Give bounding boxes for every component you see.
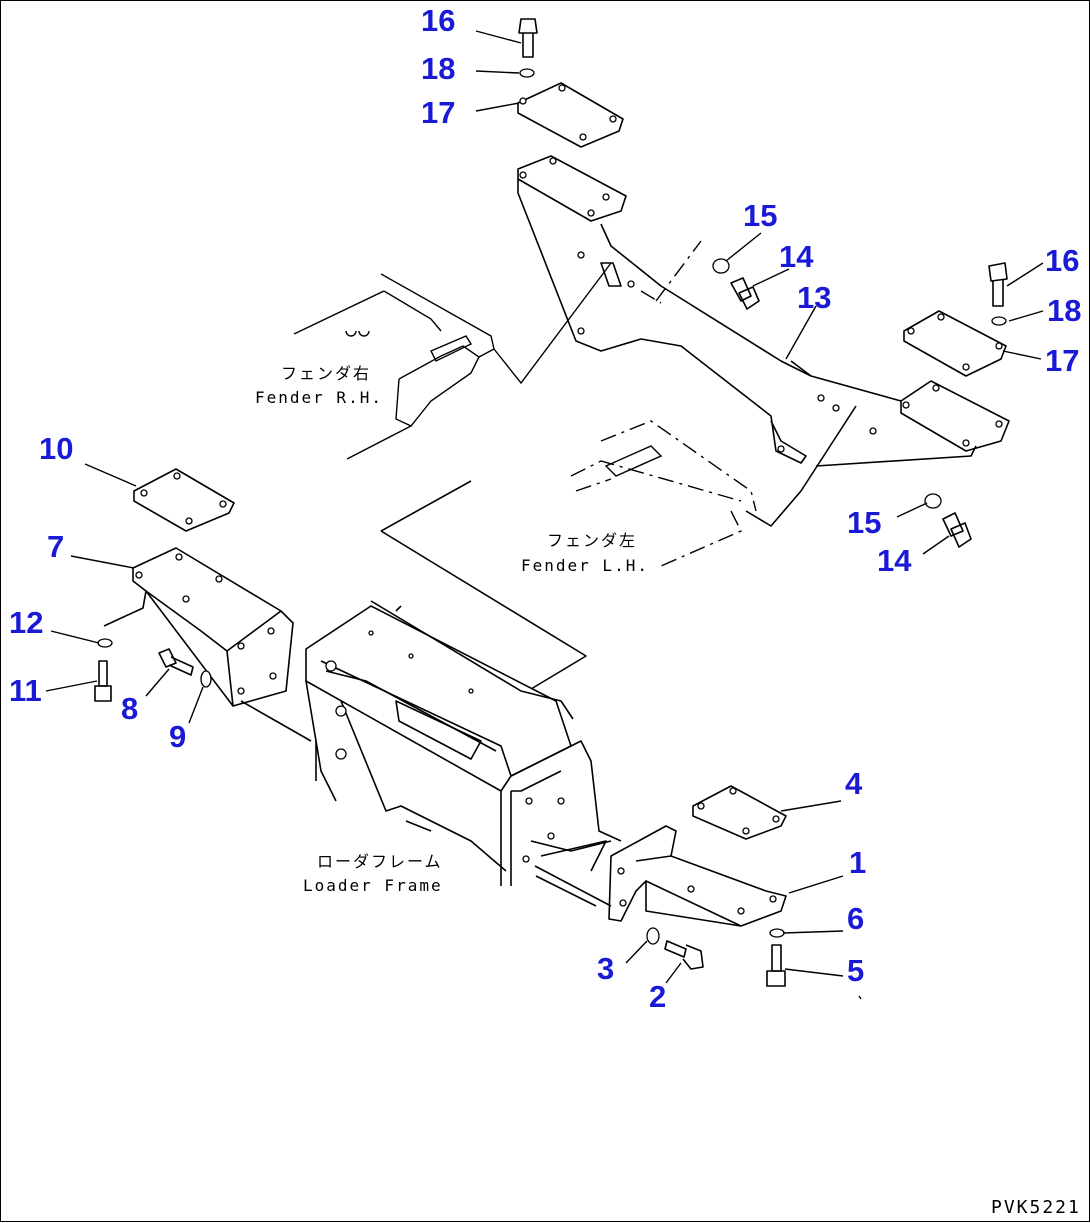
callout-17-right: 16 xyxy=(1045,243,1079,278)
fender-lh-label-en: Fender L.H. xyxy=(521,556,649,575)
bolt-14-bottom xyxy=(942,512,972,548)
fender-rh-outline xyxy=(293,262,612,460)
callout-15-top: 15 xyxy=(743,198,777,233)
washer-15-top xyxy=(712,258,730,274)
pad-4 xyxy=(692,785,787,840)
bolt-8 xyxy=(158,648,194,676)
bracket-7 xyxy=(103,547,312,742)
washer-12 xyxy=(97,638,113,648)
leader-lines xyxy=(45,30,1044,1000)
loader-frame-label-en: Loader Frame xyxy=(303,876,443,895)
washer-3 xyxy=(646,927,660,945)
bolt-17-top xyxy=(518,18,538,58)
part-labels: フェンダ右 Fender R.H. フェンダ左 Fender L.H. ローダフ… xyxy=(255,364,1081,1218)
callouts: 16 18 17 15 14 13 16 18 17 15 14 10 7 12… xyxy=(9,3,1081,1014)
callout-8: 8 xyxy=(121,691,138,726)
fender-rh-label-jp: フェンダ右 xyxy=(281,364,371,383)
callout-7: 7 xyxy=(47,529,64,564)
bolt-14-top xyxy=(730,277,760,310)
callout-5: 5 xyxy=(847,953,864,988)
callout-16-right: 17 xyxy=(1045,343,1079,378)
washer-15-bottom xyxy=(924,493,942,509)
bolt-5 xyxy=(766,944,786,987)
fender-lh-outline xyxy=(570,240,757,567)
callout-4: 4 xyxy=(845,766,863,801)
fender-rh-label-en: Fender R.H. xyxy=(255,388,383,407)
washer-18-top xyxy=(519,68,535,78)
drawing-code: PVK5221 xyxy=(991,1197,1081,1218)
pad-16-right xyxy=(903,310,1007,377)
callout-3: 3 xyxy=(597,951,614,986)
loader-frame-label-jp: ローダフレーム xyxy=(317,852,443,871)
callout-13: 13 xyxy=(797,280,831,315)
callout-1: 1 xyxy=(849,845,866,880)
callout-18-right: 18 xyxy=(1047,293,1081,328)
callout-17-top: 16 xyxy=(421,3,455,38)
bolt-17-right xyxy=(988,262,1008,307)
bolt-2 xyxy=(664,940,704,970)
callout-6: 6 xyxy=(847,901,864,936)
washer-9 xyxy=(200,670,212,688)
callout-12: 12 xyxy=(9,605,43,640)
bolt-11 xyxy=(94,660,112,702)
callout-18-top: 18 xyxy=(421,51,455,86)
callout-10: 10 xyxy=(39,431,73,466)
pad-10 xyxy=(133,468,235,532)
callout-14-top: 14 xyxy=(779,239,814,274)
fender-lh-label-jp: フェンダ左 xyxy=(547,531,637,550)
rear-bracket-13 xyxy=(517,155,1010,527)
washer-18-right xyxy=(991,316,1007,326)
callout-2: 2 xyxy=(649,979,666,1014)
callout-16-top: 17 xyxy=(421,95,455,130)
bracket-1 xyxy=(608,825,787,927)
pad-16-top xyxy=(517,82,624,148)
loader-frame-outline xyxy=(305,480,622,907)
callout-14-bottom: 14 xyxy=(877,543,912,578)
washer-6 xyxy=(769,928,785,938)
callout-9: 9 xyxy=(169,719,186,754)
callout-15-bottom: 15 xyxy=(847,505,881,540)
callout-11: 11 xyxy=(9,673,42,708)
